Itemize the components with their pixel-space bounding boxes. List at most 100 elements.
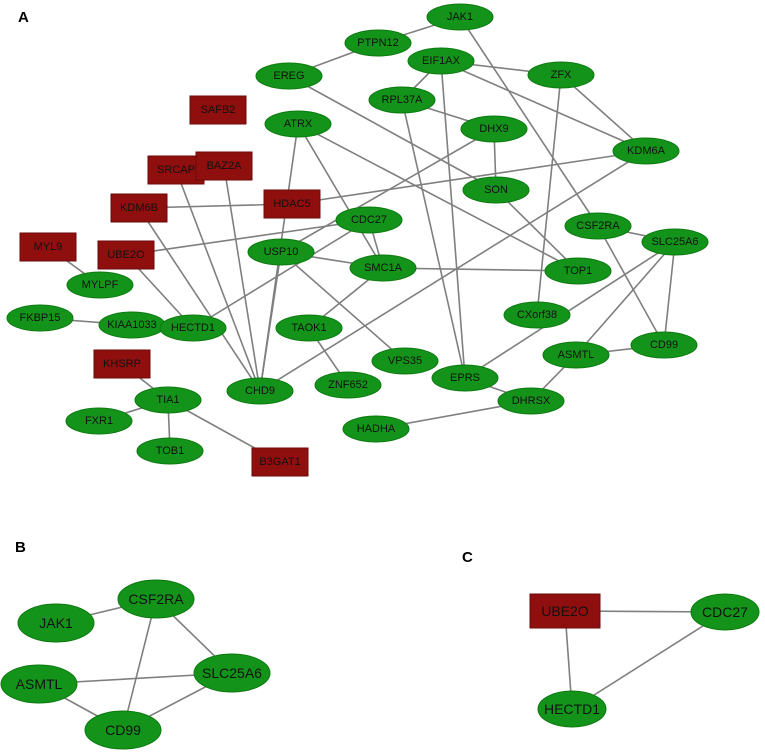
node-shape-ellipse [226, 377, 294, 405]
edge-cdc27-hectd1 [192, 219, 370, 329]
edge-son-top1 [495, 189, 579, 272]
node-label: FKBP15 [20, 312, 61, 324]
node-label: USP10 [264, 246, 299, 258]
node-asmtl: ASMTL [0, 664, 78, 704]
edge-slc25a6-cd99 [663, 241, 676, 346]
edge-baz2a-chd9 [223, 165, 261, 392]
node-csf2ra: CSF2RA [564, 212, 632, 240]
node-shape-rect [195, 151, 253, 181]
node-shape-ellipse [344, 29, 412, 57]
node-hectd1: HECTD1 [159, 314, 227, 342]
node-chd9: CHD9 [226, 377, 294, 405]
node-label: KDM6A [627, 145, 666, 157]
node-shape-ellipse [247, 238, 315, 266]
node-shape-ellipse [612, 137, 680, 165]
node-label: VPS35 [388, 355, 422, 367]
node-shape-ellipse [255, 62, 323, 90]
node-csf2ra: CSF2RA [117, 579, 195, 619]
node-shape-ellipse [134, 386, 202, 414]
node-shape-ellipse [275, 314, 343, 342]
node-shape-ellipse [17, 603, 95, 643]
node-shape-ellipse [503, 301, 571, 329]
node-shape-ellipse [368, 86, 436, 114]
node-tob1: TOB1 [136, 437, 204, 465]
node-ptpn12: PTPN12 [344, 29, 412, 57]
edge-jak1-csf2ra [459, 16, 599, 227]
node-label: KDM6B [120, 202, 158, 214]
edge-zfx-kdm6a [560, 74, 647, 152]
node-khsrp: KHSRP [93, 349, 151, 379]
edge-rpl37a-eprs [401, 99, 466, 379]
node-label: SRCAP [157, 164, 195, 176]
node-shape-ellipse [497, 387, 565, 415]
edge-slc25a6-eprs [464, 241, 676, 379]
node-shape-rect [110, 193, 168, 223]
node-label: TIA1 [156, 394, 179, 406]
node-usp10: USP10 [247, 238, 315, 266]
node-hectd1: HECTD1 [537, 690, 607, 728]
node-tia1: TIA1 [134, 386, 202, 414]
node-label: MYL9 [34, 241, 63, 253]
node-shape-ellipse [65, 407, 133, 435]
edge-eif1ax-kdm6a [440, 60, 647, 152]
node-label: SLC25A6 [651, 236, 698, 248]
edge-ereg-son [288, 75, 497, 191]
edge-slc25a6-asmtl [575, 241, 676, 356]
node-shape-ellipse [136, 437, 204, 465]
node-shape-ellipse [314, 371, 382, 399]
node-label: SLC25A6 [202, 665, 262, 681]
node-eif1ax: EIF1AX [407, 47, 475, 75]
panel-label-b: B [15, 539, 26, 556]
node-baz2a: BAZ2A [195, 151, 253, 181]
node-shape-ellipse [342, 415, 410, 443]
node-shape-ellipse [462, 176, 530, 204]
node-shape-ellipse [159, 314, 227, 342]
node-label: RPL37A [382, 94, 424, 106]
node-label: CD99 [105, 722, 141, 738]
edge-csf2ra-cd99 [597, 225, 665, 346]
node-label: CDC27 [351, 214, 387, 226]
node-label: TOP1 [564, 265, 593, 277]
node-top1: TOP1 [544, 257, 612, 285]
node-shape-rect [97, 240, 155, 270]
node-label: FXR1 [85, 415, 113, 427]
node-shape-ellipse [335, 206, 403, 234]
node-shape-rect [147, 155, 205, 185]
node-label: HECTD1 [544, 701, 600, 717]
node-shape-ellipse [349, 254, 417, 282]
edge-usp10-vps35 [280, 251, 406, 362]
node-kdm6a: KDM6A [612, 137, 680, 165]
edge-usp10-chd9 [259, 251, 282, 392]
node-label: CXorf38 [517, 309, 557, 321]
node-cdc27: CDC27 [690, 593, 760, 631]
node-label: KIAA1033 [107, 319, 157, 331]
node-cd99: CD99 [84, 710, 162, 750]
node-shape-ellipse [6, 304, 74, 332]
node-label: CDC27 [702, 604, 748, 620]
node-taok1: TAOK1 [275, 314, 343, 342]
node-kiaa1033: KIAA1033 [98, 311, 166, 339]
node-slc25a6: SLC25A6 [193, 653, 271, 693]
node-hdac5: HDAC5 [263, 189, 321, 219]
node-shape-rect [19, 232, 77, 262]
node-atrx: ATRX [264, 110, 332, 138]
node-label: UBE2O [541, 603, 589, 619]
node-label: EIF1AX [422, 55, 461, 67]
edge-srcap-chd9 [175, 169, 261, 392]
node-dhx9: DHX9 [460, 115, 528, 143]
node-fkbp15: FKBP15 [6, 304, 74, 332]
node-label: EREG [273, 70, 304, 82]
node-label: JAK1 [447, 11, 473, 23]
node-shape-rect [251, 447, 309, 477]
node-label: HDAC5 [273, 198, 310, 210]
node-label: ASMTL [558, 349, 595, 361]
panel-label-a: A [18, 9, 29, 26]
node-ube2o: UBE2O [97, 240, 155, 270]
node-smc1a: SMC1A [349, 254, 417, 282]
node-shape-ellipse [527, 61, 595, 89]
node-shape-ellipse [537, 690, 607, 728]
